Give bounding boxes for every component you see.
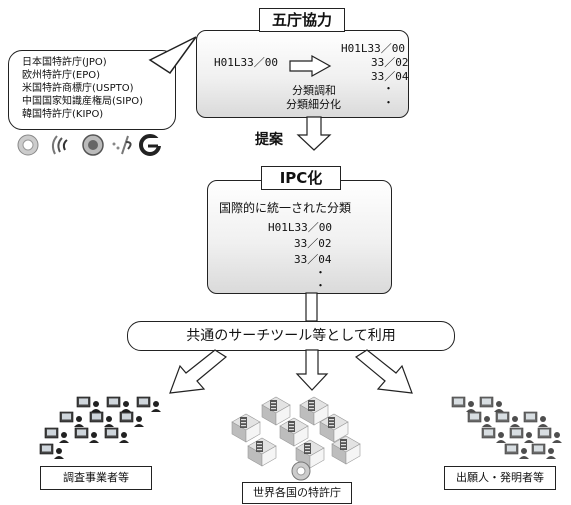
sipo-logo-icon: [112, 135, 132, 155]
connector-bar: [305, 292, 318, 322]
ipc-box: [207, 180, 392, 294]
ipc-code-0: H01L33／00: [268, 221, 332, 234]
five-office-box: [196, 30, 409, 118]
offices-list: 日本国特許庁(JPO) 欧州特許庁(EPO) 米国特許商標庁(USPTO) 中国…: [22, 56, 143, 121]
kipo-logo-icon: [139, 134, 162, 156]
offices-bubble: [8, 50, 176, 130]
ipc-dot-1: ・: [315, 279, 326, 292]
right-down-arrow-icon: [354, 349, 413, 394]
five-office-dot-1: ・: [383, 96, 394, 109]
office-kipo: 韓国特許庁(KIPO): [22, 109, 104, 120]
five-office-title: 五庁協力: [259, 8, 345, 32]
office-uspto: 米国特許商標庁(USPTO): [22, 83, 134, 94]
five-office-code-1: 33／02: [371, 56, 409, 69]
search-firms-illustration: [39, 396, 162, 460]
office-jpo: 日本国特許庁(JPO): [22, 57, 107, 68]
ipc-subtitle: 国際的に統一された分類: [219, 201, 352, 215]
usage-banner-text: 共通のサーチツール等として利用: [186, 328, 396, 344]
ipc-dot-0: ・: [315, 266, 326, 279]
jpo-logo-icon: [17, 134, 39, 156]
applicants-illustration: [451, 396, 563, 460]
epo-logo-icon: [51, 135, 68, 155]
proposal-down-arrow-icon: [296, 116, 332, 151]
usage-banner: 共通のサーチツール等として利用: [127, 321, 455, 351]
ipc-title: IPC化: [261, 166, 341, 190]
bubble-tail: [148, 36, 197, 75]
left-down-arrow-icon: [169, 349, 228, 394]
center-down-arrow-icon: [295, 349, 329, 391]
five-office-dot-0: ・: [383, 82, 394, 95]
label-search-firms: 調査事業者等: [40, 466, 152, 490]
uspto-logo-icon: [82, 134, 104, 156]
five-office-note-harmonize: 分類調和: [292, 84, 336, 97]
five-office-code-2: 33／04: [371, 70, 409, 83]
office-sipo: 中国国家知識産権局(SIPO): [22, 96, 144, 107]
ipc-code-2: 33／04: [294, 253, 332, 266]
right-arrow-icon: [289, 54, 332, 78]
five-office-note-subdivide: 分類細分化: [286, 98, 341, 111]
office-epo: 欧州特許庁(EPO): [22, 70, 101, 81]
label-applicants: 出願人・発明者等: [444, 466, 556, 490]
patent-offices-illustration: [231, 396, 361, 481]
ipc-code-1: 33／02: [294, 237, 332, 250]
label-patent-offices: 世界各国の特許庁: [242, 482, 352, 504]
five-office-left-code: H01L33／00: [214, 56, 278, 69]
proposal-label: 提案: [255, 132, 283, 148]
five-office-code-0: H01L33／00: [341, 42, 405, 55]
